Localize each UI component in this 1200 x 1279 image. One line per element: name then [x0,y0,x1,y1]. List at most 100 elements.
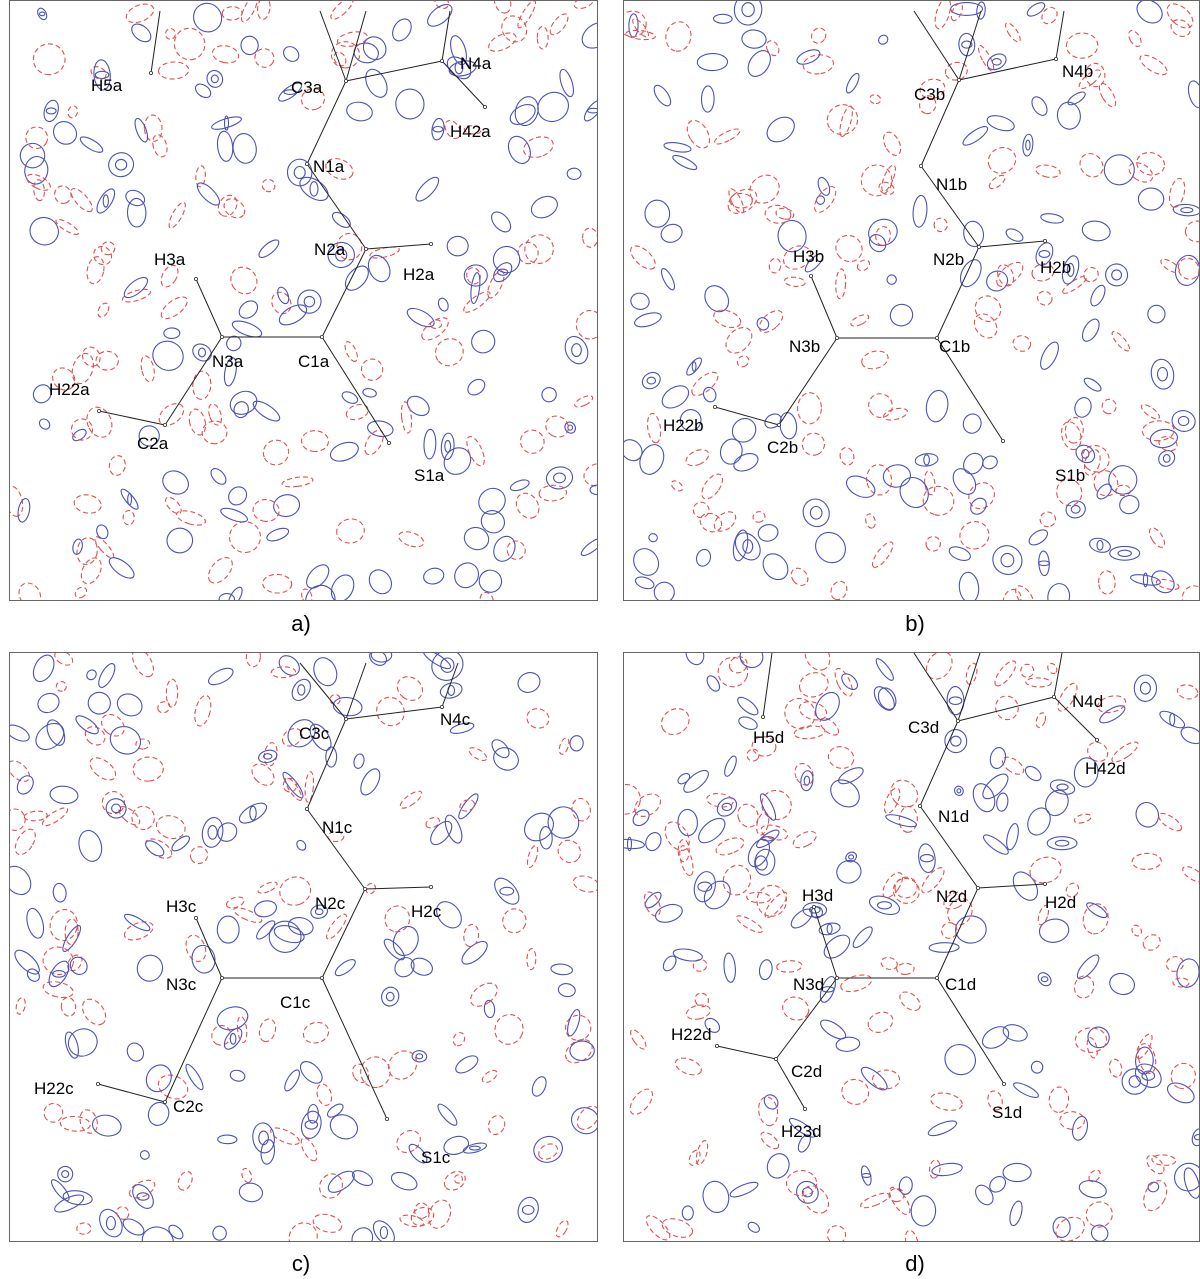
negative-contour [839,447,855,466]
negative-contour [168,201,186,229]
negative-contour [661,1218,694,1238]
bond-line [441,60,486,108]
positive-contour [580,537,597,557]
positive-contour [1074,397,1092,418]
atom-marker [439,59,444,64]
negative-contour [241,1167,253,1183]
positive-contour [681,1205,694,1221]
positive-contour [698,817,726,844]
positive-contour-inner [314,908,324,916]
positive-contour [1105,263,1129,287]
positive-contour [467,378,486,396]
positive-contour [406,307,435,328]
negative-contour [899,991,921,1011]
positive-contour [1061,255,1080,285]
bond-line [913,10,960,81]
negative-contour [798,701,828,721]
negative-contour [1035,164,1061,178]
negative-contour [201,420,228,445]
positive-contour [706,675,721,692]
positive-contour [226,335,242,352]
negative-contour [538,484,568,502]
negative-contour [996,264,1015,287]
positive-contour [931,1162,963,1177]
positive-contour [341,391,359,404]
negative-contour [245,653,261,668]
positive-contour [1065,500,1086,519]
positive-contour [330,574,355,600]
atom-label-n4a: N4a [460,54,492,73]
positive-contour [62,1190,93,1206]
positive-contour-inner [1081,448,1090,459]
positive-contour [739,653,764,669]
negative-contour [25,126,49,149]
negative-contour [841,1078,870,1105]
bond-line [195,278,223,338]
positive-contour [982,834,1009,855]
positive-contour [449,722,475,734]
positive-contour-inner [1054,839,1070,847]
negative-contour [558,737,570,755]
positive-contour-inner [567,424,574,431]
positive-contour [757,524,779,542]
negative-contour [80,557,102,585]
negative-contour [1001,756,1025,775]
caption-c: c) [291,1251,311,1276]
atom-marker [760,715,765,720]
negative-contour [14,828,36,856]
negative-contour [396,676,424,701]
negative-contour [760,824,789,841]
positive-contour [830,779,860,808]
positive-contour [952,468,977,495]
positive-contour [309,723,332,751]
atom-marker [1094,738,1099,743]
negative-contour [1111,330,1131,352]
positive-contour-inner [821,986,835,993]
atom-marker [319,975,324,980]
negative-contour [798,672,829,698]
negative-contour [135,738,151,750]
bond-line [319,10,347,82]
positive-contour-inner [553,472,566,484]
positive-contour [207,667,234,686]
positive-contour [1108,465,1138,495]
positive-contour [1099,705,1126,724]
positive-contour [700,85,715,113]
negative-contour [670,480,684,492]
positive-contour [1073,757,1099,788]
positive-contour [981,1026,1010,1049]
bond-line [714,406,780,426]
negative-contour [223,198,246,219]
positive-contour [1130,574,1161,586]
positive-contour [796,1180,819,1204]
negative-contour [1184,220,1199,243]
positive-contour-inner [950,735,962,747]
positive-contour [415,176,440,202]
negative-contour [768,257,782,274]
negative-contour [892,877,920,904]
positive-contour [845,475,876,498]
positive-contour [537,91,569,123]
positive-contour [1052,1216,1071,1238]
positive-contour [471,329,496,354]
negative-contour [882,872,904,899]
positive-contour [648,533,658,543]
positive-contour [72,538,83,555]
atom-marker [343,79,348,84]
negative-contour [1012,335,1032,352]
positive-contour-inner [304,1119,319,1130]
atom-label-n2d: N2d [936,887,967,906]
positive-contour [439,682,463,699]
negative-contour [688,1149,701,1166]
positive-contour [367,254,391,283]
positive-contour [661,385,690,409]
negative-contour [751,736,777,757]
positive-contour [1028,529,1049,546]
negative-contour [1082,903,1109,935]
atom-marker [1053,57,1058,62]
negative-contour [140,355,155,383]
contour-map [624,653,1199,1241]
negative-contour [549,13,569,36]
negative-contour [54,185,72,204]
